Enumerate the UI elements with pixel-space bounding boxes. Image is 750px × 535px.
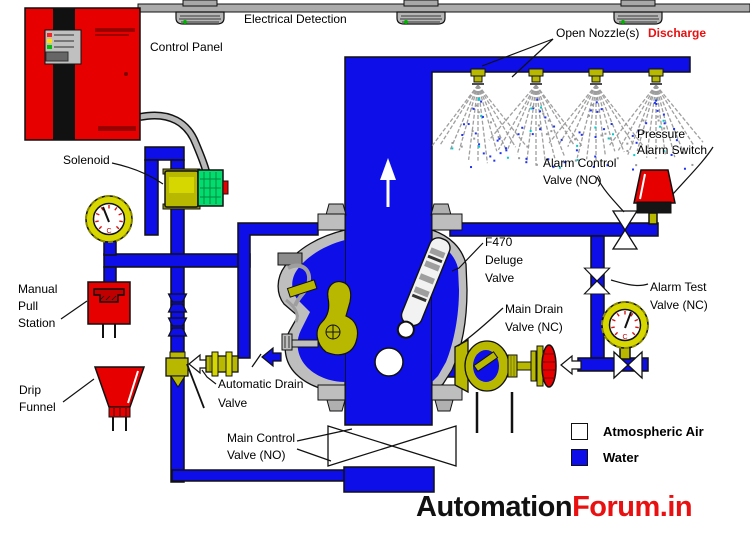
latch-mechanism (396, 237, 451, 339)
site-branding: AutomationForum.in (416, 491, 693, 524)
label-manual-pull-station: Manual Pull Station (18, 282, 58, 330)
legend-label: Water (603, 449, 639, 465)
label-deluge-valve: F470 Deluge Valve (485, 235, 524, 285)
led-red (47, 33, 52, 37)
label-automatic-drain-valve: Automatic Drain Valve (218, 377, 304, 410)
label-alarm-control-valve: Alarm Control Valve (NO) (543, 156, 617, 187)
ceiling (137, 3, 750, 13)
legend-label: Atmospheric Air (603, 423, 704, 439)
drain-flow-arrow (261, 346, 282, 368)
riser-pipe (344, 56, 691, 426)
legend-item-water: Water (571, 444, 704, 470)
valve-port (374, 347, 404, 377)
water-swatch (571, 448, 588, 466)
svg-text:C: C (106, 228, 111, 235)
drip-funnel (93, 366, 146, 431)
label-control-panel: Control Panel (150, 40, 223, 54)
flow-up-arrow (380, 158, 396, 207)
main-drain-valve (454, 338, 557, 433)
label-electrical-detection: Electrical Detection (244, 12, 347, 26)
handwheel (541, 344, 557, 388)
legend-item-air: Atmospheric Air (571, 418, 704, 444)
branding-black: Automation (416, 491, 573, 523)
legend: Atmospheric Air Water (571, 418, 704, 470)
pressure-alarm-switch (633, 169, 676, 214)
pressure-gauge: C (601, 301, 649, 349)
svg-text:C: C (622, 334, 627, 341)
label-discharge: Discharge (648, 26, 707, 40)
solenoid-valve (162, 168, 229, 210)
smoke-detector (175, 0, 225, 25)
smoke-detector (396, 0, 446, 25)
open-nozzles-spray (430, 68, 704, 171)
pressure-gauge: C (85, 195, 133, 243)
smoke-detector (613, 0, 663, 25)
drip-check-valve (165, 351, 205, 409)
alarm-test-valve-symbol (583, 267, 611, 295)
led-green (47, 45, 52, 49)
control-panel (24, 7, 210, 173)
branding-red: Forum.in (572, 491, 693, 523)
label-solenoid: Solenoid (63, 153, 110, 167)
label-main-drain-valve: Main Drain Valve (NC) (505, 302, 564, 334)
leader-lines (60, 38, 714, 462)
automatic-drain-valve (188, 346, 282, 377)
led-yellow (47, 39, 52, 43)
label-alarm-test-valve: Alarm Test Valve (NC) (650, 280, 708, 312)
label-pressure-alarm-switch: Pressure Alarm Switch (637, 127, 708, 157)
main-control-valve-symbol (327, 425, 457, 467)
label-open-nozzles: Open Nozzle(s) (556, 26, 640, 40)
label-main-control-valve: Main Control Valve (NO) (227, 431, 296, 462)
manual-pull-station (87, 281, 131, 338)
air-swatch (571, 422, 588, 440)
label-drip-funnel: Drip Funnel (19, 383, 56, 414)
